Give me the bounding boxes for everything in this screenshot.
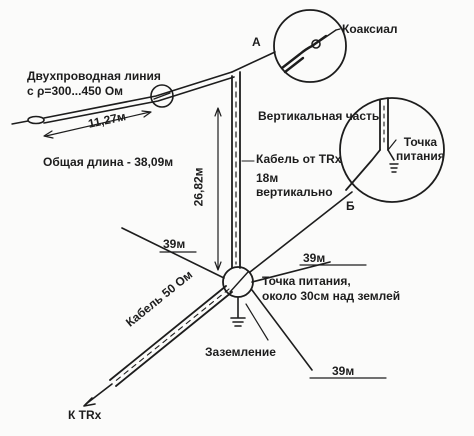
vertical-18m-line2: вертикально [256,185,333,199]
twin-line-detail-circle [150,84,174,108]
total-length-label: Общая длина - 38,09м [43,155,174,169]
feed-point-small-line1: Точка [403,135,438,149]
twin-line-upper [43,71,233,119]
dimension-1127 [45,111,151,137]
vertical-part-label: Вертикальная часть [258,109,380,123]
ground-leader [245,303,269,341]
feed-point-small-line2: питания [396,148,445,163]
feed-point-detail-circle [339,97,445,203]
twin-line-label-line1: Двухпроводная линия [27,69,161,83]
feed-point-circle [222,266,254,298]
feed-point-main-line1: Точка питания, [262,274,351,288]
feed-point-small-label: Точка питания [396,135,445,164]
left-wire-end [11,120,29,125]
twin-line-label-line2: с ρ=300...450 Ом [27,84,124,98]
cable-from-trx-label: Кабель от TRx [256,152,342,166]
coax-label: Коаксиал [342,22,398,36]
ground-symbol [230,296,246,327]
feed-leader-small [387,139,397,151]
top-wire [231,51,276,73]
radial-left-upper [121,227,225,279]
coax-50-right [115,291,233,387]
ground-label: Заземление [205,345,276,359]
point-a-label: А [252,35,261,49]
point-b-label: Б [346,199,355,213]
radial-39-right-label: 39м [303,251,326,265]
radial-39-bottom-label: 39м [332,364,355,378]
coax-detail-circle [273,9,347,83]
coax-50-left [109,285,227,381]
length-2682-label: 26,82м [191,167,206,207]
radial-right-lower [251,289,313,371]
radial-upper-right [249,191,353,273]
vertical-18m-line1: 18м [256,171,279,185]
left-insulator [27,115,45,125]
feed-point-main-line2: около 30см над землей [262,289,401,303]
twin-line-lower [43,76,235,124]
vertical-in-detail [379,97,389,151]
to-trx-label: К TRx [68,408,102,422]
radial-39-left-label: 39м [163,237,186,251]
coax-leader [335,28,341,31]
